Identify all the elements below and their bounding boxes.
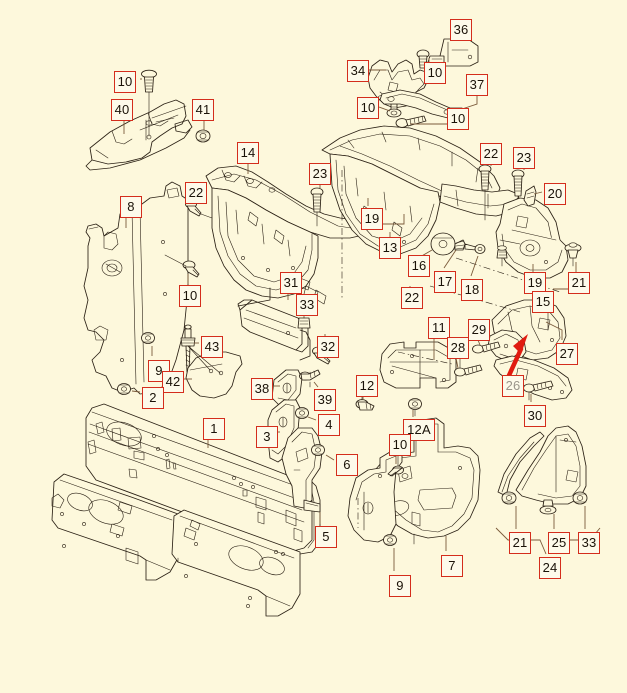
callout-7[interactable]: 7 <box>441 555 463 577</box>
fastener-10-b37 <box>395 115 427 128</box>
callout-29[interactable]: 29 <box>468 319 490 341</box>
fastener-17-screw <box>454 239 477 251</box>
fastener-25-bottom <box>539 499 557 515</box>
fastener-4-nut <box>295 407 309 419</box>
part-15-bracket <box>495 197 569 279</box>
callout-22[interactable]: 22 <box>185 182 207 204</box>
fastener-19-right <box>496 245 508 267</box>
callout-6[interactable]: 6 <box>336 454 358 476</box>
callout-3[interactable]: 3 <box>256 426 278 448</box>
fastener-29-bolt <box>472 341 501 354</box>
fastener-21-top <box>564 242 582 267</box>
callout-9[interactable]: 9 <box>389 575 411 597</box>
fastener-18-nut <box>474 244 486 254</box>
callout-5[interactable]: 5 <box>315 526 337 548</box>
callout-34[interactable]: 34 <box>347 60 369 82</box>
fastener-2-nut <box>117 383 131 395</box>
fastener-22-right <box>478 164 492 221</box>
fastener-21-bottom <box>501 491 517 505</box>
part-8-shape <box>83 181 189 395</box>
callout-21[interactable]: 21 <box>509 532 531 554</box>
callout-10[interactable]: 10 <box>447 108 469 130</box>
fastener-10-bottom <box>387 449 404 477</box>
callout-33[interactable]: 33 <box>296 294 318 316</box>
callout-10[interactable]: 10 <box>114 71 136 93</box>
fastener-39 <box>299 369 321 388</box>
callout-24[interactable]: 24 <box>539 557 561 579</box>
callout-27[interactable]: 27 <box>556 343 578 365</box>
callout-33[interactable]: 33 <box>578 532 600 554</box>
callout-15[interactable]: 15 <box>532 291 554 313</box>
callout-23[interactable]: 23 <box>309 163 331 185</box>
callout-42[interactable]: 42 <box>162 371 184 393</box>
callout-28[interactable]: 28 <box>447 337 469 359</box>
callout-20[interactable]: 20 <box>544 183 566 205</box>
part-1-bulkhead <box>51 403 321 617</box>
callout-31[interactable]: 31 <box>280 272 302 294</box>
fastener-28-bolt <box>454 354 483 377</box>
fastener-12A-nut <box>408 398 422 417</box>
fastener-23-mid <box>310 187 324 227</box>
callout-39[interactable]: 39 <box>314 389 336 411</box>
callout-37[interactable]: 37 <box>466 74 488 96</box>
callout-43[interactable]: 43 <box>201 336 223 358</box>
callout-13[interactable]: 13 <box>379 237 401 259</box>
fastener-16-washer <box>430 232 456 256</box>
callout-18[interactable]: 18 <box>461 279 483 301</box>
callout-17[interactable]: 17 <box>434 271 456 293</box>
callout-10[interactable]: 10 <box>424 62 446 84</box>
fastener-10-top-left <box>141 69 157 140</box>
part-13-shape <box>321 125 521 255</box>
callout-11[interactable]: 11 <box>428 317 450 339</box>
callout-38[interactable]: 38 <box>251 378 273 400</box>
callout-1[interactable]: 1 <box>203 418 225 440</box>
fastener-33-bottom <box>572 491 588 505</box>
part-40-shape <box>85 99 193 171</box>
callout-36[interactable]: 36 <box>450 19 472 41</box>
callout-30[interactable]: 30 <box>524 405 546 427</box>
callout-26-highlighted[interactable]: 26 <box>502 375 524 397</box>
fastener-30-bolt <box>523 380 554 401</box>
fastener-41 <box>195 129 211 143</box>
callout-10[interactable]: 10 <box>179 285 201 307</box>
part-11-bracket <box>379 341 457 389</box>
callout-25[interactable]: 25 <box>548 532 570 554</box>
callout-10[interactable]: 10 <box>389 434 411 456</box>
callout-8[interactable]: 8 <box>120 196 142 218</box>
callout-41[interactable]: 41 <box>192 99 214 121</box>
fastener-9-bottom <box>383 534 397 546</box>
callout-16[interactable]: 16 <box>408 255 430 277</box>
callout-21[interactable]: 21 <box>568 272 590 294</box>
fastener-10-part8 <box>164 254 200 278</box>
part-43-screw <box>180 324 196 373</box>
fastener-9-left <box>141 332 155 344</box>
callout-22[interactable]: 22 <box>480 143 502 165</box>
part-31-rail <box>237 287 311 361</box>
callout-12[interactable]: 12 <box>356 375 378 397</box>
fastener-6-nut <box>311 444 325 456</box>
fastener-23-right <box>511 169 525 215</box>
fastener-12 <box>355 392 375 411</box>
callout-32[interactable]: 32 <box>317 336 339 358</box>
callout-12A[interactable]: 12A <box>403 419 435 441</box>
callout-14[interactable]: 14 <box>237 142 259 164</box>
callout-19[interactable]: 19 <box>361 208 383 230</box>
callout-22[interactable]: 22 <box>401 287 423 309</box>
part-20-clip <box>523 185 537 207</box>
callout-10[interactable]: 10 <box>357 97 379 119</box>
callout-23[interactable]: 23 <box>513 147 535 169</box>
callout-4[interactable]: 4 <box>318 414 340 436</box>
callout-40[interactable]: 40 <box>111 99 133 121</box>
callout-2[interactable]: 2 <box>142 387 164 409</box>
